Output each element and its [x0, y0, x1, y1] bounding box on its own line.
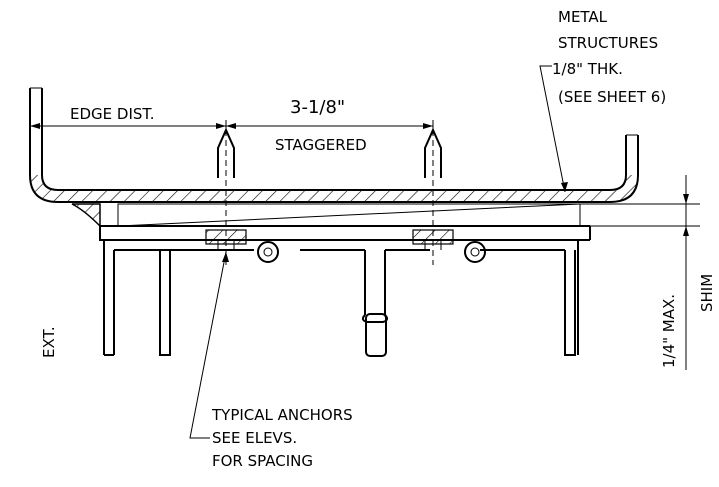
ext-label: EXT. [40, 326, 58, 358]
frame-extrusion [71, 203, 591, 357]
shim-label: SHIM [698, 274, 716, 312]
shim-dimension [580, 175, 700, 370]
metal-label: METAL [558, 8, 608, 26]
see-sheet-label: (SEE SHEET 6) [558, 88, 666, 106]
structures-label: STRUCTURES [558, 34, 658, 52]
shim [117, 203, 581, 227]
screw-boss-right [464, 241, 486, 263]
anchors-line3: FOR SPACING [212, 452, 313, 470]
anchors-line2: SEE ELEVS. [212, 429, 297, 447]
edge-dist-label: EDGE DIST. [70, 105, 155, 123]
screw-boss-left [257, 241, 279, 263]
anchors-line1: TYPICAL ANCHORS [211, 406, 353, 424]
max-shim-label: 1/4" MAX. [660, 294, 678, 368]
typical-anchors-leader [189, 251, 229, 439]
metal-structure-sheet [29, 87, 639, 203]
anchor-spacing-dimension [225, 120, 434, 134]
edge-distance-dimension [30, 123, 226, 129]
metal-structures-leader [539, 65, 568, 193]
staggered-label: STAGGERED [275, 136, 367, 154]
spacing-dim-label: 3-1/8" [290, 97, 345, 118]
thickness-label: 1/8" THK. [552, 60, 623, 78]
